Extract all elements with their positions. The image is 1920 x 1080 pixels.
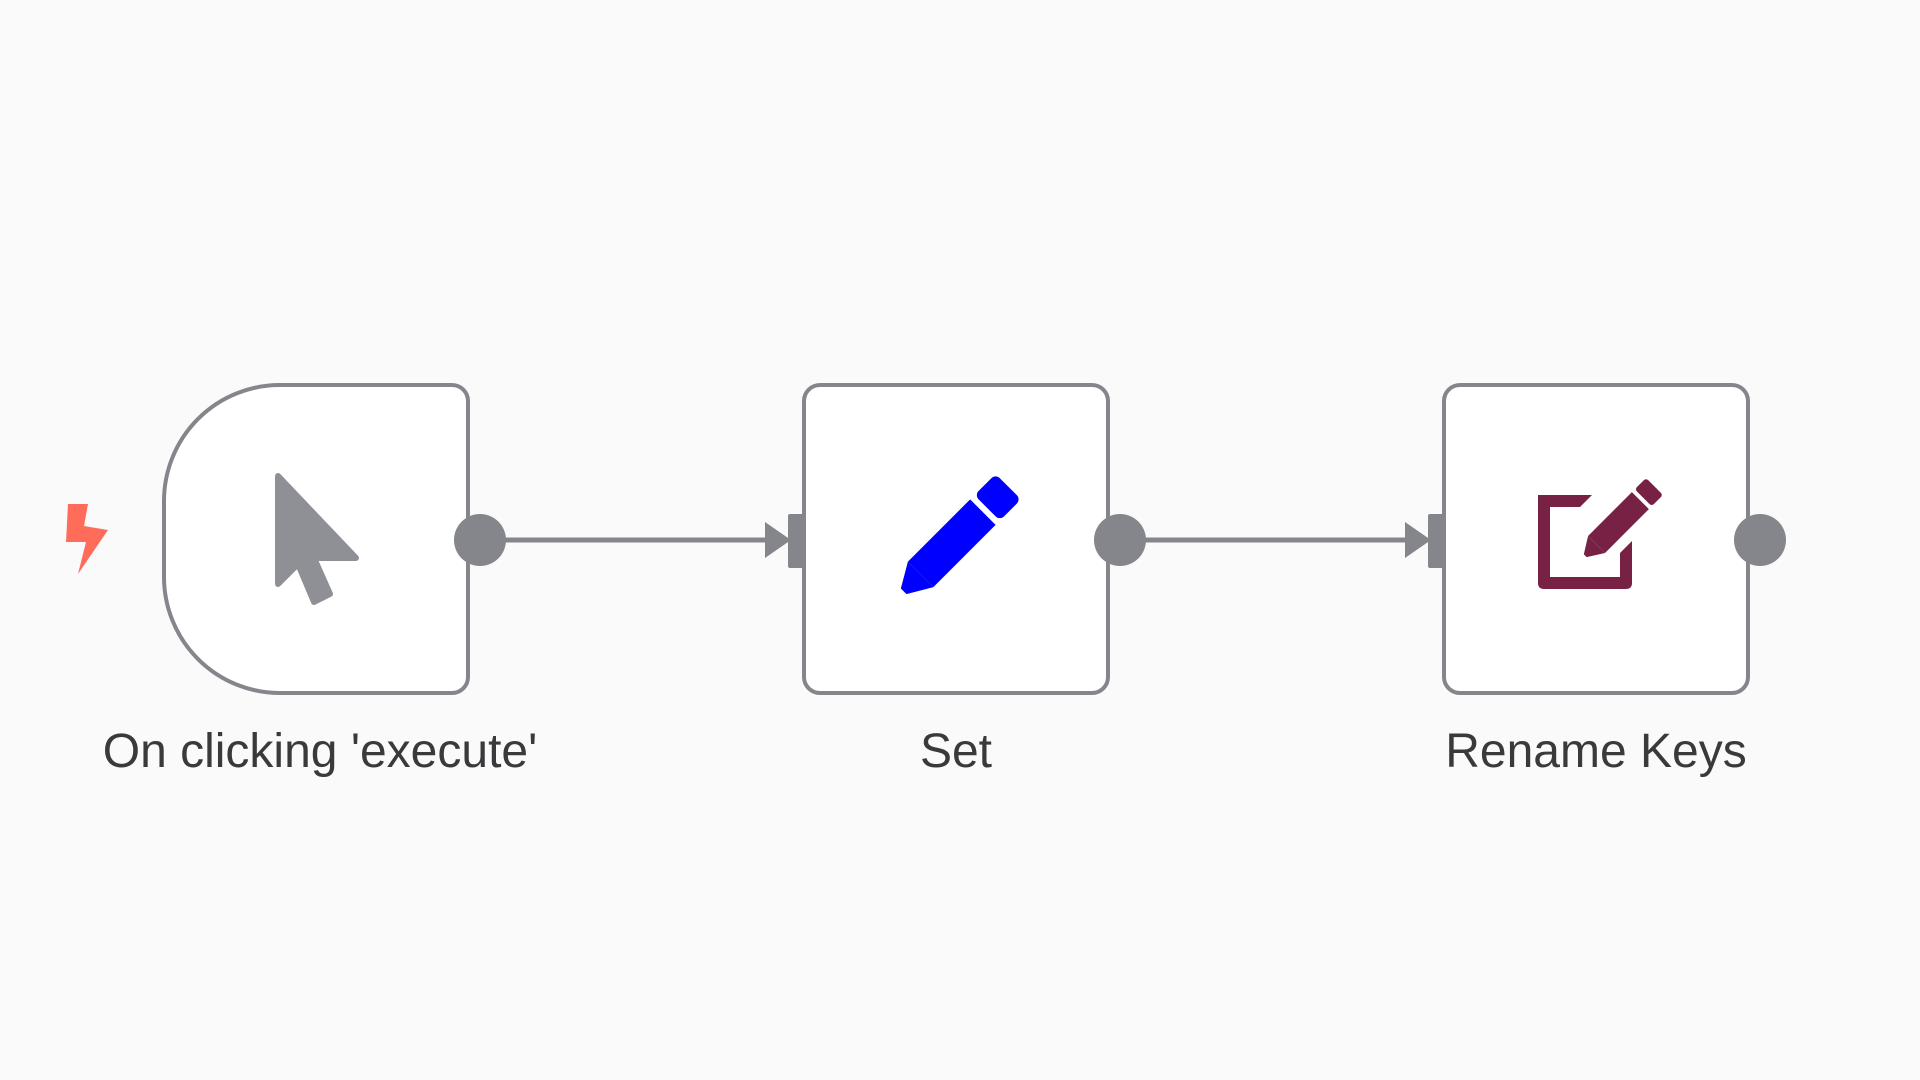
connection-set-to-rename-keys[interactable]: [1144, 522, 1431, 558]
node-icon-wrapper: [806, 387, 1106, 691]
arrow-head-icon: [765, 522, 791, 558]
lightning-bolt-icon: [66, 504, 108, 574]
node-rename-keys[interactable]: [1442, 383, 1750, 695]
pencil-icon: [900, 476, 1019, 595]
node-icon-wrapper: [166, 387, 466, 691]
node-label-rename-keys: Rename Keys: [1445, 725, 1747, 778]
mouse-pointer-icon: [275, 473, 359, 605]
edit-icon: [1538, 479, 1662, 589]
node-on-clicking-execute[interactable]: [162, 383, 470, 695]
node-set[interactable]: [802, 383, 1110, 695]
node-label-set: Set: [919, 725, 993, 778]
node-label-trigger: On clicking 'execute': [102, 725, 538, 778]
node-icon-wrapper: [1446, 387, 1746, 691]
output-handle-rename-keys[interactable]: [1734, 514, 1786, 566]
connection-trigger-to-set[interactable]: [504, 522, 791, 558]
arrow-head-icon: [1405, 522, 1431, 558]
output-handle-set[interactable]: [1094, 514, 1146, 566]
output-handle-trigger[interactable]: [454, 514, 506, 566]
